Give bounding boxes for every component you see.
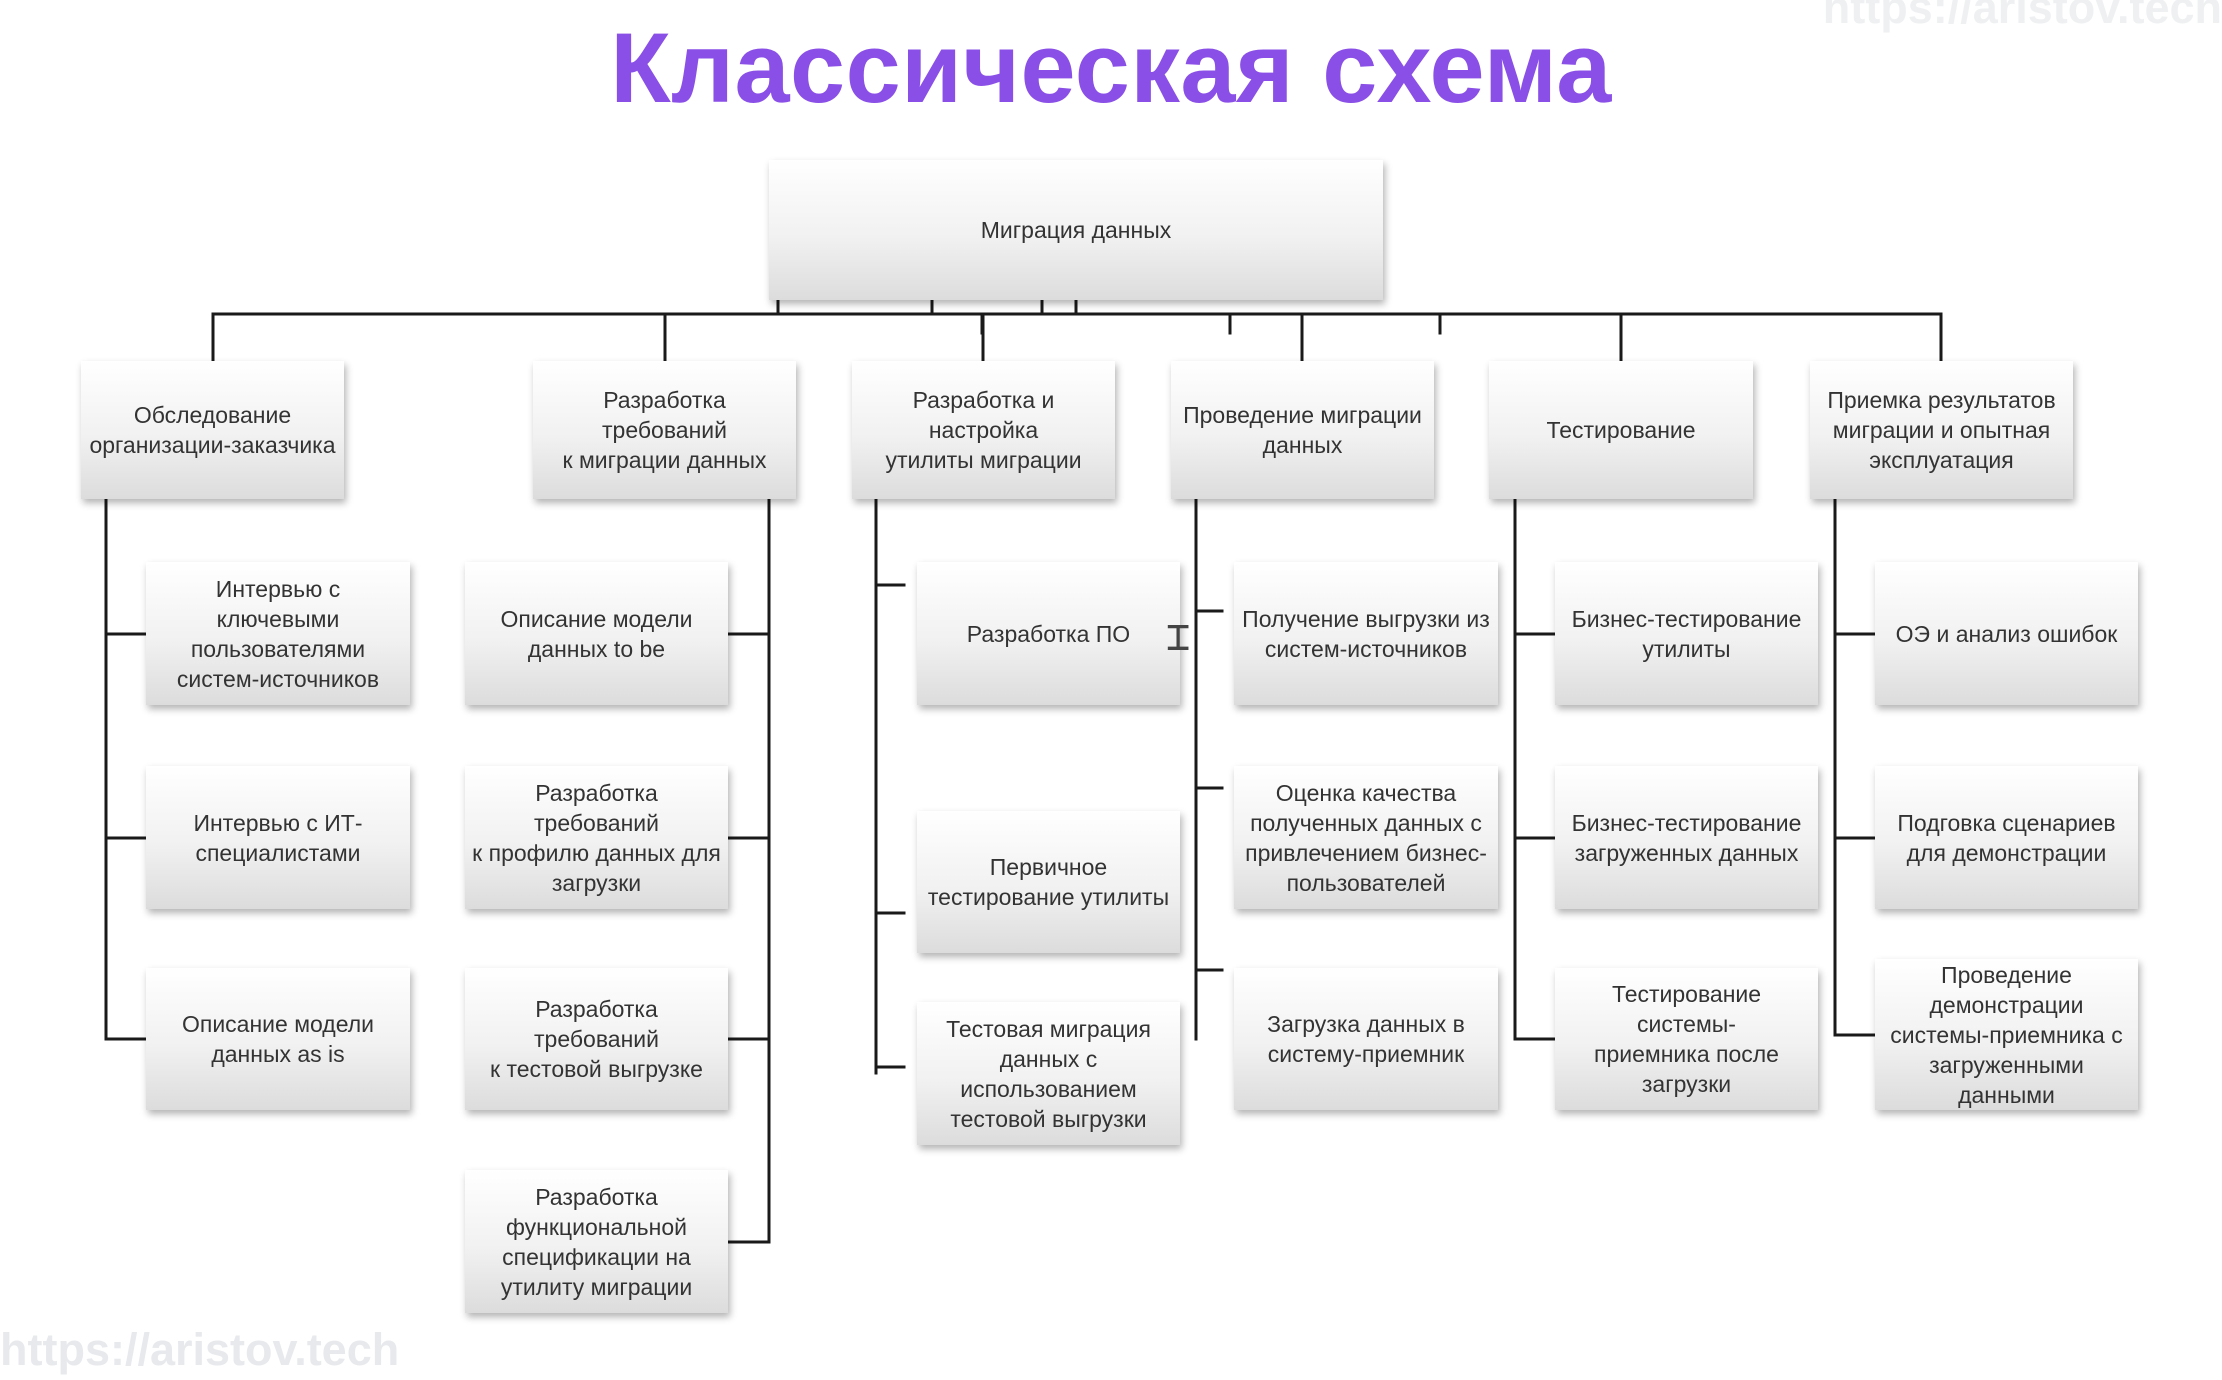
step-box-4-0-label: Бизнес-тестирование утилиты	[1571, 605, 1802, 662]
category-box-0: Обследование организации-заказчика	[81, 361, 344, 499]
step-box-0-2-label: Описание модели данных as is	[181, 1011, 375, 1067]
category-box-1: Разработка требований к миграции данных	[533, 361, 796, 499]
watermark-top-right: https://aristov.tech	[1822, 0, 2222, 33]
category-box-5-label: Приемка результатов миграции и опытная э…	[1827, 387, 2056, 473]
step-box-5-2: Проведение демонстрации системы-приемник…	[1875, 959, 2138, 1110]
slide-title: Классическая схема	[610, 12, 1612, 123]
watermark-bottom-left: https://aristov.tech	[0, 1324, 400, 1375]
step-box-1-0-label: Описание модели данных to be	[500, 605, 693, 662]
step-box-3-1: Оценка качества полученных данных с прив…	[1234, 766, 1498, 909]
step-box-0-0-label: Интервью с ключевыми пользователями сист…	[176, 575, 380, 692]
step-box-2-2-label: Тестовая миграция данных с использование…	[946, 1015, 1151, 1132]
step-box-1-1-label: Разработка требований к профилю данных д…	[472, 779, 721, 896]
step-box-4-1: Бизнес-тестирование загруженных данных	[1555, 766, 1818, 909]
step-box-1-0: Описание модели данных to be	[465, 562, 728, 705]
text-cursor-icon: ⌶	[1166, 614, 1191, 660]
step-box-3-2: Загрузка данных в систему-приемник	[1234, 968, 1498, 1110]
step-box-4-0: Бизнес-тестирование утилиты	[1555, 562, 1818, 705]
category-box-0-label: Обследование организации-заказчика	[89, 402, 336, 458]
step-box-1-3-label: Разработка функциональной спецификации н…	[500, 1183, 693, 1300]
step-box-0-1-label: Интервью с ИТ- специалистами	[193, 809, 363, 866]
step-box-1-2: Разработка требований к тестовой выгрузк…	[465, 968, 728, 1110]
category-box-1-label: Разработка требований к миграции данных	[562, 387, 767, 473]
category-box-2-label: Разработка и настройка утилиты миграции	[885, 387, 1082, 473]
step-box-0-2: Описание модели данных as is	[146, 968, 410, 1110]
step-box-2-1: Первичное тестирование утилиты	[917, 811, 1180, 953]
step-box-0-0: Интервью с ключевыми пользователями сист…	[146, 562, 410, 705]
category-box-4-label: Тестирование	[1546, 417, 1696, 443]
step-box-2-0: Разработка ПО	[917, 562, 1180, 705]
category-box-3: Проведение миграции данных	[1171, 361, 1434, 499]
step-box-5-0-label: ОЭ и анализ ошибок	[1895, 620, 2118, 647]
step-box-3-0-label: Получение выгрузки из систем-источников	[1242, 605, 1490, 662]
root-box-label: Миграция данных	[980, 217, 1172, 243]
step-box-3-2-label: Загрузка данных в систему-приемник	[1267, 1011, 1465, 1067]
step-box-3-0: Получение выгрузки из систем-источников	[1234, 562, 1498, 705]
step-box-5-1-label: Подговка сценариев для демонстрации	[1897, 809, 2116, 866]
category-box-2: Разработка и настройка утилиты миграции	[852, 361, 1115, 499]
step-box-2-0-label: Разработка ПО	[966, 620, 1131, 647]
step-box-4-2-label: Тестирование системы- приемника после за…	[1594, 981, 1779, 1097]
step-box-2-1-label: Первичное тестирование утилиты	[927, 854, 1170, 910]
step-box-5-0: ОЭ и анализ ошибок	[1875, 562, 2138, 705]
step-box-5-1: Подговка сценариев для демонстрации	[1875, 766, 2138, 909]
step-box-0-1: Интервью с ИТ- специалистами	[146, 766, 410, 909]
step-box-2-2: Тестовая миграция данных с использование…	[917, 1002, 1180, 1145]
category-box-5: Приемка результатов миграции и опытная э…	[1810, 361, 2073, 499]
step-box-4-2: Тестирование системы- приемника после за…	[1555, 968, 1818, 1110]
step-box-1-3: Разработка функциональной спецификации н…	[465, 1170, 728, 1313]
category-box-4: Тестирование	[1489, 361, 1753, 499]
step-box-5-2-label: Проведение демонстрации системы-приемник…	[1890, 961, 2123, 1108]
category-box-3-label: Проведение миграции данных	[1183, 402, 1422, 458]
step-box-4-1-label: Бизнес-тестирование загруженных данных	[1571, 809, 1802, 866]
step-box-1-2-label: Разработка требований к тестовой выгрузк…	[490, 996, 703, 1082]
step-box-1-1: Разработка требований к профилю данных д…	[465, 766, 728, 909]
step-box-3-1-label: Оценка качества полученных данных с прив…	[1245, 779, 1487, 896]
root-box: Миграция данных	[769, 160, 1383, 300]
